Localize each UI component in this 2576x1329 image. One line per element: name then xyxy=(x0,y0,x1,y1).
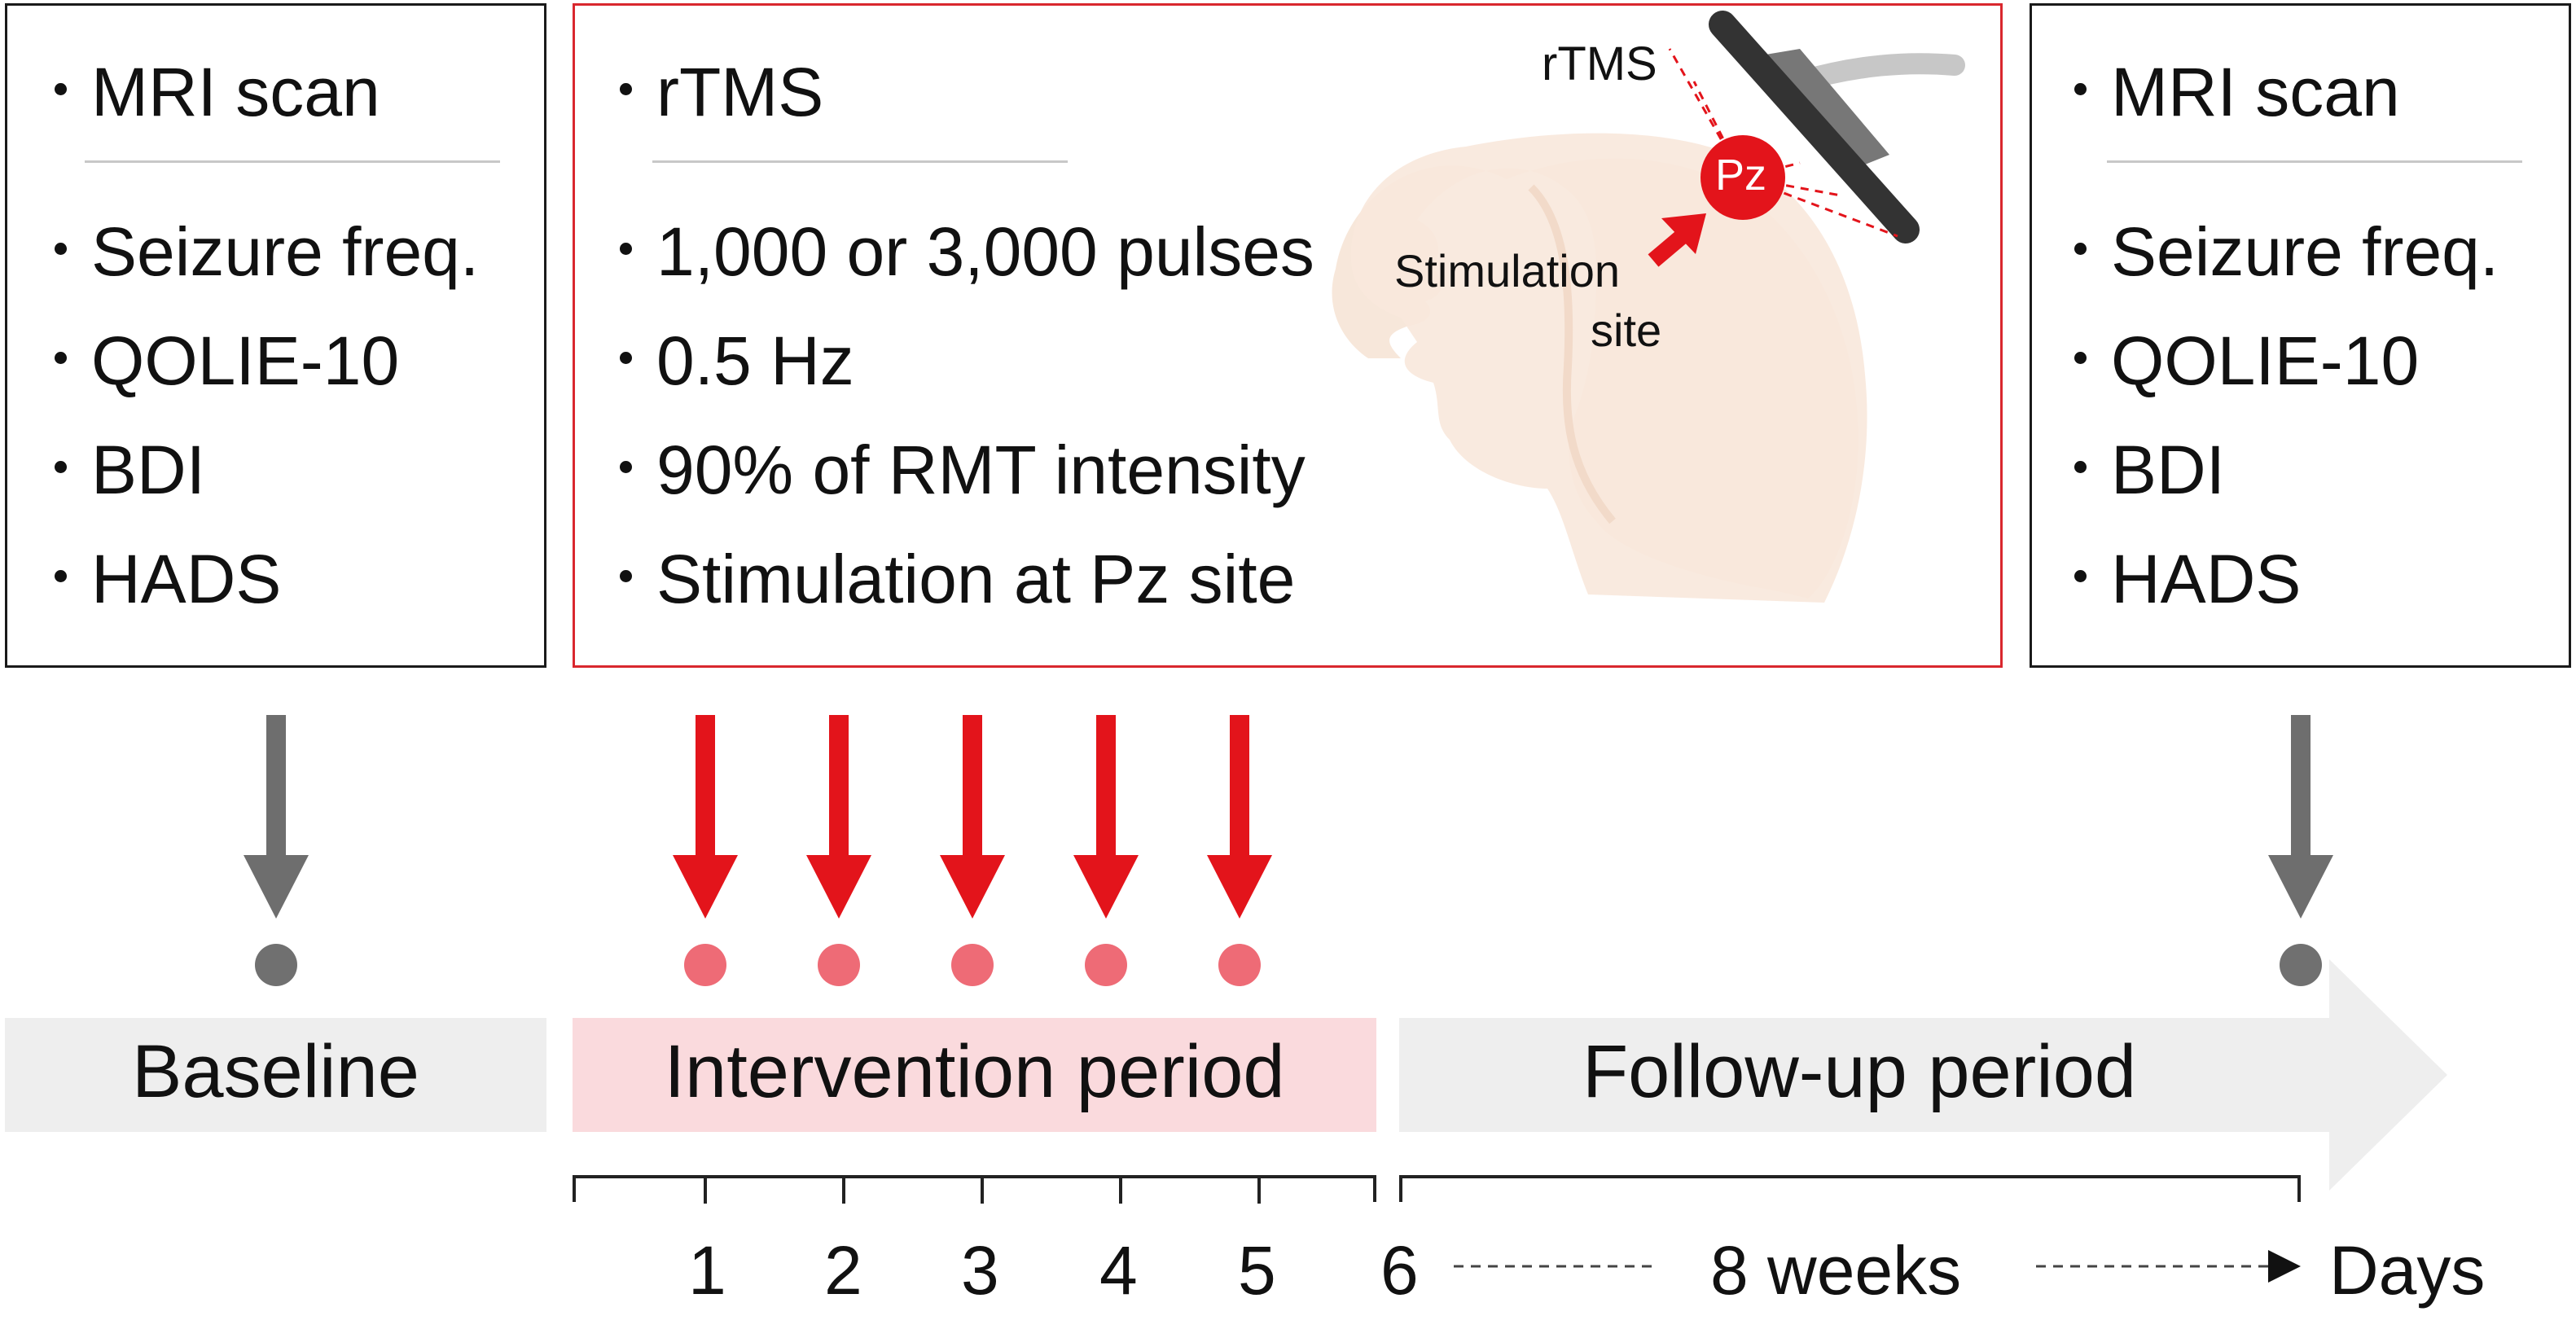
span-label: 8 weeks xyxy=(1710,1232,1962,1309)
intervention-item-site: Stimulation at Pz site xyxy=(620,545,1295,613)
baseline-item-hads: HADS xyxy=(55,545,281,613)
session-arrow-shaft-1 xyxy=(696,715,715,862)
followup-period-label: Follow-up period xyxy=(1582,1030,2137,1113)
day-label-5: 5 xyxy=(1238,1232,1276,1309)
face-contour-icon xyxy=(1528,184,1616,524)
stimulation-site-label-line1: Stimulation xyxy=(1394,245,1621,296)
session-arrow-head-5 xyxy=(1207,855,1272,919)
assessment-arrows xyxy=(244,715,2333,919)
axis-unit-label: Days xyxy=(2329,1232,2486,1309)
intervention-item-rtms: rTMS xyxy=(620,58,823,126)
head-front-icon xyxy=(1350,133,1867,603)
intervention-item-pulses: 1,000 or 3,000 pulses xyxy=(620,217,1314,286)
session-arrow-shaft-5 xyxy=(1230,715,1249,862)
session-dot-5 xyxy=(1218,944,1261,986)
followup-divider xyxy=(2107,160,2522,163)
baseline-item-mri: MRI scan xyxy=(55,58,380,126)
day-axis xyxy=(573,1175,2301,1202)
stimulation-pointer-head-icon xyxy=(1661,213,1706,254)
intervention-period-label: Intervention period xyxy=(664,1030,1285,1113)
coil-paddle-icon xyxy=(1709,11,1920,243)
day-label-2: 2 xyxy=(824,1232,862,1309)
followup-item-hads: HADS xyxy=(2074,545,2301,613)
intervention-item-frequency: 0.5 Hz xyxy=(620,327,854,395)
session-arrows xyxy=(673,715,1272,986)
intervention-item-intensity: 90% of RMT intensity xyxy=(620,436,1306,504)
followup-item-seizure: Seizure freq. xyxy=(2074,217,2499,286)
session-dot-1 xyxy=(684,944,726,986)
followup-band-arrow xyxy=(1399,959,2447,1191)
followup-item-qolie: QOLIE-10 xyxy=(2074,327,2419,395)
session-arrow-shaft-4 xyxy=(1096,715,1116,862)
session-arrow-head-3 xyxy=(940,855,1005,919)
day-label-3: 3 xyxy=(961,1232,999,1309)
stimulation-site-label-line2: site xyxy=(1591,305,1662,356)
day-label-1: 1 xyxy=(688,1232,726,1309)
followup-dot-icon xyxy=(2280,944,2322,986)
rtms-device-label: rTMS xyxy=(1542,37,1657,90)
baseline-item-bdi: BDI xyxy=(55,436,205,504)
session-arrow-shaft-2 xyxy=(829,715,849,862)
followup-item-bdi: BDI xyxy=(2074,436,2225,504)
baseline-period-label: Baseline xyxy=(132,1030,419,1113)
followup-item-mri: MRI scan xyxy=(2074,58,2400,126)
span-arrowhead-icon xyxy=(2268,1250,2301,1283)
baseline-band xyxy=(5,1018,546,1132)
session-dot-3 xyxy=(951,944,994,986)
day-ticks xyxy=(704,1177,1261,1204)
session-arrow-head-2 xyxy=(806,855,871,919)
session-arrow-head-4 xyxy=(1073,855,1139,919)
session-arrow-shaft-3 xyxy=(963,715,982,862)
session-arrow-head-1 xyxy=(673,855,738,919)
session-dot-2 xyxy=(818,944,860,986)
baseline-assessment-box: MRI scan Seizure freq. QOLIE-10 BDI HADS xyxy=(5,3,546,668)
baseline-item-seizure: Seizure freq. xyxy=(55,217,479,286)
followup-assessment-box: MRI scan Seizure freq. QOLIE-10 BDI HADS xyxy=(2030,3,2571,668)
pz-site-marker-icon xyxy=(1701,135,1785,220)
session-dot-4 xyxy=(1085,944,1127,986)
baseline-item-qolie: QOLIE-10 xyxy=(55,327,399,395)
day-label-4: 4 xyxy=(1099,1232,1138,1309)
day-label-6: 6 xyxy=(1380,1232,1419,1309)
baseline-dot-icon xyxy=(255,944,297,986)
pz-label: Pz xyxy=(1715,151,1767,200)
baseline-divider xyxy=(85,160,500,163)
intervention-divider xyxy=(652,160,1068,163)
intervention-band xyxy=(573,1018,1376,1132)
